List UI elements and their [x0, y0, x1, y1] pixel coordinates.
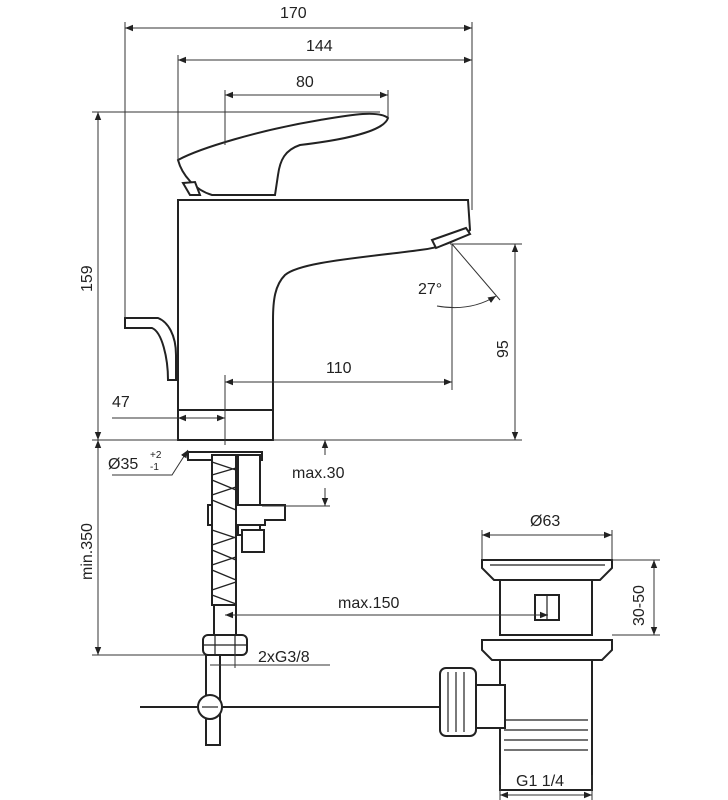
label-hose-thread: 2xG3/8 — [258, 649, 310, 666]
label-total-width: 170 — [280, 5, 307, 22]
waste-drawing — [439, 559, 613, 791]
dimension-labels: 170 144 80 159 27° 95 110 47 Ø35 +2 -1 m… — [79, 5, 648, 790]
label-waste-thread: G1 1/4 — [516, 773, 564, 790]
label-hose-length: min.350 — [79, 523, 96, 580]
label-angle: 27° — [418, 281, 442, 298]
label-hole-tol-plus: +2 — [150, 450, 162, 461]
label-spout-height: 95 — [495, 340, 512, 358]
label-base-offset: 47 — [112, 394, 130, 411]
label-spout-projection: 110 — [326, 360, 352, 377]
waste-nut — [481, 639, 613, 661]
waste-tail — [499, 659, 593, 791]
fixing-nut — [241, 529, 265, 553]
hose-fitting — [213, 604, 237, 636]
label-total-height: 159 — [79, 265, 96, 292]
aerator — [430, 226, 472, 250]
label-waste-reach: max.150 — [338, 595, 399, 612]
waste-side-fitting — [439, 667, 477, 737]
label-spout-reach: 144 — [306, 38, 333, 55]
braided-hose — [211, 454, 237, 606]
label-deck-thickness: max.30 — [292, 465, 345, 482]
label-lever-width: 80 — [296, 74, 314, 91]
pop-up-rod — [124, 317, 177, 381]
label-waste-height: 30-50 — [631, 585, 648, 626]
label-waste-diameter: Ø63 — [530, 513, 560, 530]
lever-base — [181, 180, 202, 196]
lever-handle — [176, 112, 390, 196]
label-hole-diameter: Ø35 — [108, 456, 138, 473]
waste-flange — [481, 559, 613, 581]
label-hole-tol-minus: -1 — [150, 462, 159, 473]
waste-side-arm — [475, 684, 506, 729]
dimension-lines — [92, 22, 660, 800]
faucet-body — [177, 199, 472, 411]
